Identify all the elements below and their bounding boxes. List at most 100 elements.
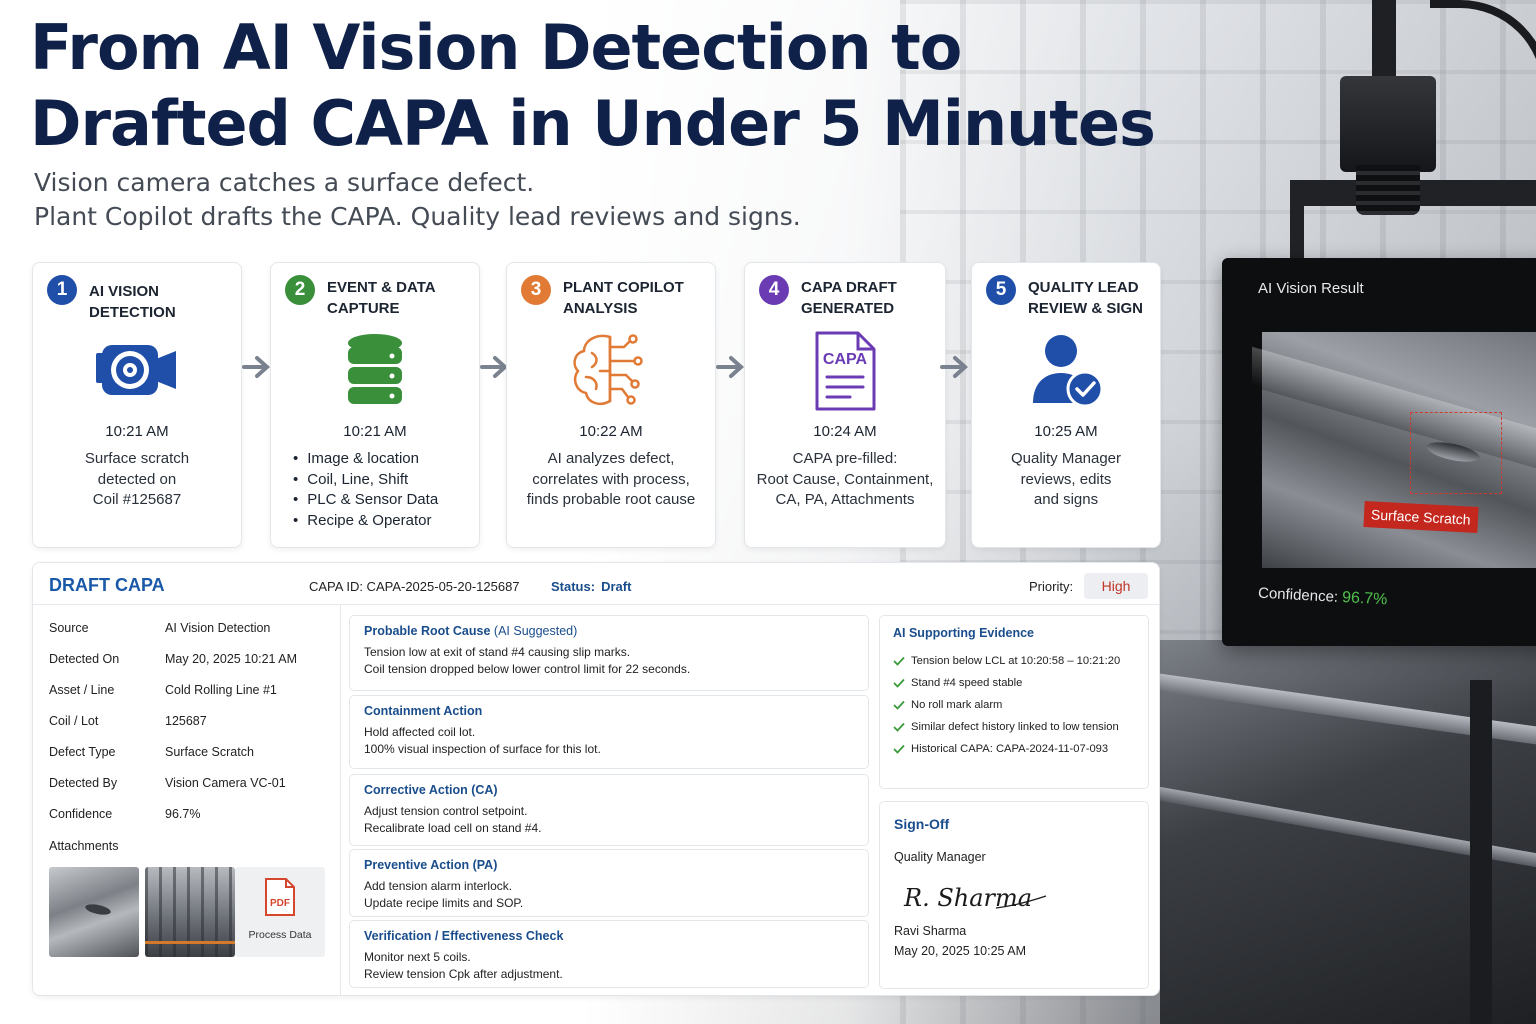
section-line: Hold affected coil lot.: [364, 725, 476, 739]
vision-camera: [1340, 76, 1436, 172]
step-title-2: EVENT & DATA CAPTURE: [327, 277, 473, 319]
section-title: Containment Action: [364, 704, 483, 718]
arrow-right-icon: [242, 356, 270, 378]
pdf-icon: PDF: [265, 878, 295, 916]
section-line: Adjust tension control setpoint.: [364, 804, 528, 818]
step-number-3: 3: [521, 275, 551, 305]
step-title-3: PLANT COPILOT ANALYSIS: [563, 277, 709, 319]
camera-mount-bracket: [1372, 0, 1396, 80]
step-number-4: 4: [759, 275, 789, 305]
list-item: Image & location: [293, 449, 473, 470]
step-desc-line: Coil #125687: [92, 491, 182, 508]
process-data-attachment[interactable]: PDF Process Data: [235, 867, 325, 957]
root-cause-section[interactable]: Probable Root Cause (AI Suggested) Tensi…: [349, 615, 869, 691]
step-desc-line: and signs: [1033, 491, 1099, 508]
evidence-text: Historical CAPA: CAPA-2024-11-07-093: [911, 743, 1109, 755]
confidence-value: 96.7%: [1341, 589, 1388, 609]
signoff-title: Sign-Off: [894, 816, 950, 832]
check-icon: [893, 700, 905, 710]
step-number-2: 2: [285, 275, 315, 305]
corrective-action-section[interactable]: Corrective Action (CA) Adjust tension co…: [349, 774, 869, 846]
meta-value: 125687: [165, 714, 207, 728]
step-title-line: ANALYSIS: [563, 300, 638, 317]
step-desc-3: AI analyzes defect, correlates with proc…: [515, 449, 707, 511]
arrow-right-icon: [480, 356, 508, 378]
signoff-role: Quality Manager: [894, 850, 986, 864]
page-subtitle: Vision camera catches a surface defect. …: [34, 166, 934, 234]
section-line: Update recipe limits and SOP.: [364, 896, 524, 910]
defect-image: [1262, 332, 1536, 568]
signoff-date: May 20, 2025 10:25 AM: [894, 944, 1027, 958]
step-desc-line: Root Cause, Containment,: [756, 470, 934, 488]
priority-badge[interactable]: High: [1084, 573, 1148, 599]
step-desc-5: Quality Manager reviews, edits and signs: [980, 449, 1152, 511]
evidence-item: Similar defect history linked to low ten…: [893, 716, 1135, 738]
divider: [340, 605, 341, 995]
section-line: Monitor next 5 coils.: [364, 950, 471, 964]
step-title-1: AI VISION DETECTION: [89, 283, 176, 321]
step-time-5: 10:25 AM: [1034, 423, 1098, 440]
line-image-thumbnail[interactable]: [145, 867, 235, 957]
section-line: 100% visual inspection of surface for th…: [364, 742, 601, 756]
step-title-5: QUALITY LEAD REVIEW & SIGN: [1028, 277, 1154, 319]
check-icon: [893, 678, 905, 688]
meta-key: Asset / Line: [49, 683, 115, 697]
check-icon: [893, 744, 905, 754]
defect-image-thumbnail[interactable]: [49, 867, 139, 957]
step-time-1: 10:21 AM: [105, 423, 169, 440]
verification-section[interactable]: Verification / Effectiveness Check Monit…: [349, 920, 869, 988]
step-number-5: 5: [986, 275, 1016, 305]
step-desc-line: CA, PA, Attachments: [775, 491, 915, 508]
camera-mount-post: [1290, 180, 1304, 270]
step-desc-line: finds probable root cause: [526, 491, 696, 508]
meta-key: Detected On: [49, 652, 120, 666]
subtitle-line-2: Plant Copilot drafts the CAPA. Quality l…: [34, 202, 801, 231]
evidence-text: Similar defect history linked to low ten…: [911, 721, 1119, 733]
evidence-item: Historical CAPA: CAPA-2024-11-07-093: [893, 738, 1135, 760]
monitor-title: AI Vision Result: [1258, 280, 1364, 297]
status-label: Status:: [551, 579, 596, 594]
containment-section[interactable]: Containment Action Hold affected coil lo…: [349, 695, 869, 769]
evidence-item: Stand #4 speed stable: [893, 672, 1135, 694]
meta-row: Detected By Vision Camera VC-01: [49, 776, 339, 807]
evidence-title: AI Supporting Evidence: [893, 626, 1034, 640]
step-card-5: 5 QUALITY LEAD REVIEW & SIGN 10:25 AM Qu…: [971, 262, 1161, 548]
meta-value: Surface Scratch: [165, 745, 254, 759]
step-number-1: 1: [47, 275, 77, 305]
database-icon: [348, 334, 402, 404]
page-title: From AI Vision Detection to Drafted CAPA…: [30, 10, 1180, 162]
title-line-2: Drafted CAPA in Under 5 Minutes: [30, 87, 1156, 160]
evidence-item: Tension below LCL at 10:20:58 – 10:21:20: [893, 650, 1135, 672]
step-desc-line: Surface scratch: [84, 450, 190, 467]
arrow-right-icon: [716, 356, 744, 378]
step-card-3: 3 PLANT COPILOT ANALYSIS 10:22 AM AI ana…: [506, 262, 716, 548]
attachments-label: Attachments: [49, 839, 119, 853]
signoff-name: Ravi Sharma: [894, 924, 967, 938]
title-line-1: From AI Vision Detection to: [30, 11, 962, 84]
step-desc-line: detected on: [97, 470, 177, 488]
meta-key: Detected By: [49, 776, 118, 790]
evidence-text: Tension below LCL at 10:20:58 – 10:21:20: [911, 655, 1121, 667]
step-card-2: 2 EVENT & DATA CAPTURE 10:21 AM Image & …: [270, 262, 480, 548]
section-title: Corrective Action (CA): [364, 783, 498, 797]
step-title-line: REVIEW & SIGN: [1028, 300, 1144, 317]
signature[interactable]: R. Sharma: [900, 878, 1050, 918]
section-line: Add tension alarm interlock.: [364, 879, 513, 893]
list-item: Coil, Line, Shift: [293, 470, 473, 491]
camera-icon: [96, 345, 176, 395]
step-desc-4: CAPA pre-filled: Root Cause, Containment…: [753, 449, 937, 511]
subtitle-line-1: Vision camera catches a surface defect.: [34, 168, 535, 197]
step-title-4: CAPA DRAFT GENERATED: [801, 277, 939, 319]
status-value: Draft: [601, 579, 632, 594]
attachment-label: Process Data: [248, 929, 312, 941]
meta-key: Coil / Lot: [49, 714, 99, 728]
brain-circuit-icon: [573, 334, 643, 405]
section-title: Probable Root Cause (AI Suggested): [364, 624, 854, 638]
arrow-right-icon: [940, 356, 968, 378]
monitor-stand: [1470, 680, 1492, 1024]
ai-suggested-tag: (AI Suggested): [493, 624, 578, 638]
meta-value: Vision Camera VC-01: [165, 776, 286, 790]
preventive-action-section[interactable]: Preventive Action (PA) Add tension alarm…: [349, 849, 869, 917]
